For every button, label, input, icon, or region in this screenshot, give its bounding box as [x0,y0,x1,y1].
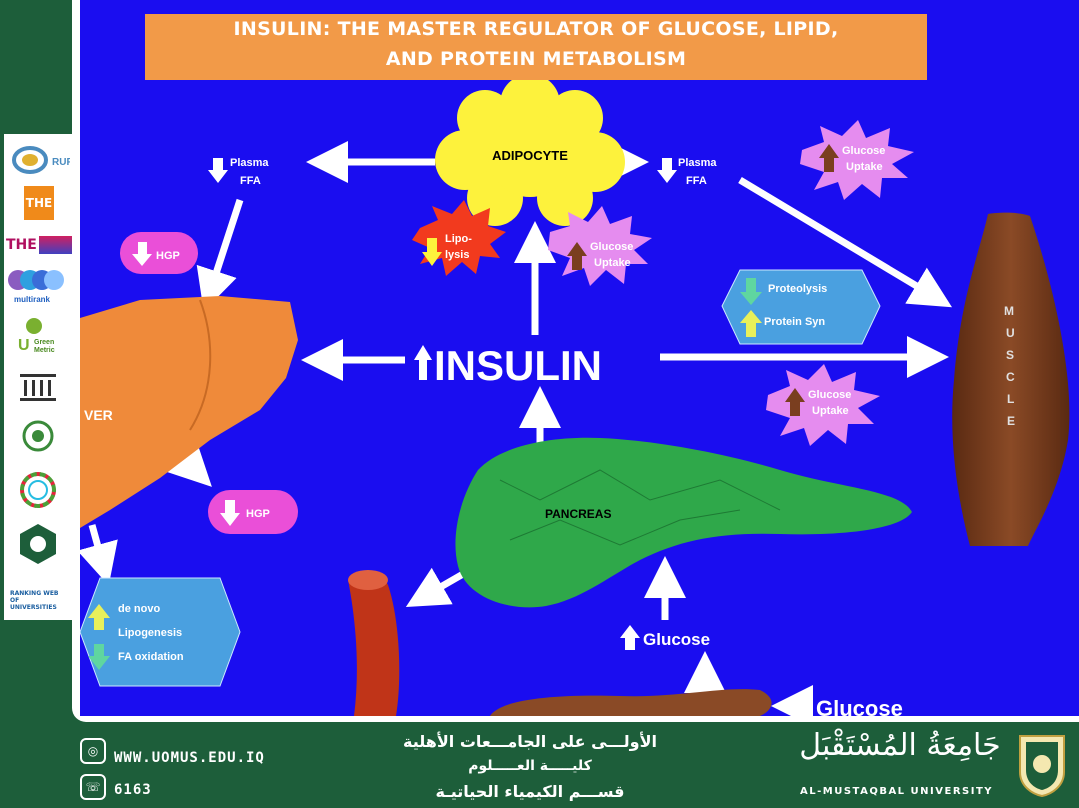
hgp-bottom-label: HGP [246,508,270,520]
down-arrow-icon [740,278,762,305]
glucose-gut-label: Glucose [816,696,903,716]
up-arrow-icon [819,144,839,172]
slide-title: INSULIN: THE MASTER REGULATOR OF GLUCOSE… [233,18,839,70]
down-arrow-icon [88,644,110,670]
lipogenesis-hexagon: de novo Lipogenesis FA oxidation [80,577,241,687]
up-arrow-icon [88,604,110,630]
arrow-ffa-to-muscle [738,176,953,308]
down-arrow-icon [657,158,677,183]
arab-engineers-logo[interactable] [14,522,62,572]
down-arrow-icon [422,238,442,266]
institution-logo[interactable] [16,370,60,406]
multirank-icon: multirank [8,270,64,304]
the-logo[interactable]: THE [24,186,54,220]
rur-icon: RUR [12,146,70,174]
sdgs-logo[interactable] [18,470,58,510]
footer: ◎ WWW.UOMUS.EDU.IQ ☏ 6163 الأولـــى على … [0,722,1079,808]
pancreas-label: PANCREAS [545,507,611,521]
webometrics-logo[interactable]: RANKING WEB OF UNIVERSITIES [10,589,59,611]
up-arrow-icon [620,625,640,650]
multirank-logo[interactable]: multirank [6,264,72,306]
the-impact-rankings-logo[interactable]: THE [6,232,72,258]
hgp-top: HGP [120,232,198,274]
arab-universities-logo[interactable] [18,418,58,458]
greenmetric-icon: U Green Metric [18,318,55,354]
ranking-sidebar: RUR THE THE multirank U Green Metric [4,134,72,620]
insulin-center: INSULIN [414,342,602,389]
crest-icon [1019,735,1065,798]
hgp-top-label: HGP [156,250,180,262]
protein-hexagon: Proteolysis Protein Syn [721,269,881,345]
laurel-icon [22,420,54,452]
liver: VER [80,296,298,528]
proteolysis-label: Proteolysis [768,283,827,295]
website-link[interactable]: WWW.UOMUS.EDU.IQ [114,750,265,766]
university-name-arabic: جَامِعَةُ المُسْتَقْبَل [799,728,1001,763]
pancreas: PANCREAS [455,437,912,608]
gut [490,689,772,716]
blood-vessel [348,570,400,716]
insulin-label: INSULIN [434,342,602,389]
svg-text:multirank: multirank [14,295,51,304]
down-arrow-icon [208,158,228,183]
lipogenesis-line-1: de novo [118,603,160,615]
svg-text:U: U [18,337,30,354]
adipocyte-cluster: ADIPOCYTE [435,74,625,226]
title-box [145,14,927,80]
columns-icon [20,374,56,401]
university-name-english: AL-MUSTAQBAL UNIVERSITY [800,786,994,797]
glucose-pancreas-label: Glucose [643,630,710,649]
up-arrow-icon [414,345,432,380]
adipocyte-label: ADIPOCYTE [492,148,568,163]
arrow-liver-to-lipogenesis [80,524,118,586]
up-arrow-icon [740,310,762,337]
up-arrow-icon [567,242,587,270]
globe-icon[interactable]: ◎ [80,738,106,764]
footer-line-2: كليـــــة العـــــلوم [468,758,592,774]
rur-logo[interactable]: RUR [8,142,70,176]
lipogenesis-line-3: FA oxidation [118,651,184,663]
svg-text:RUR: RUR [52,157,70,168]
lipolysis-burst: Lipo-lysis [412,200,506,276]
emblem-icon [20,524,56,564]
phone-icon[interactable]: ☏ [80,774,106,800]
arrow-pancreas-to-vessel [405,566,472,607]
phone-number[interactable]: 6163 [114,782,152,798]
lipolysis-label: Lipo-lysis [445,233,472,261]
liver-label: VER [84,407,113,423]
lipogenesis-line-2: Lipogenesis [118,627,182,639]
down-arrow-icon [220,500,240,526]
svg-text:Green: Green [34,339,54,346]
protein-syn-label: Protein Syn [764,316,825,328]
ui-greenmetric-logo[interactable]: U Green Metric [12,316,68,360]
svg-text:Metric: Metric [34,347,55,354]
hgp-bottom: HGP [208,490,298,534]
glucose-pancreas: Glucose [620,625,710,650]
up-arrow-icon [785,388,805,416]
footer-line-3: قســـم الكيمياء الحياتيـة [435,782,625,801]
arrow-ffa-to-liver [196,198,244,312]
sdg-wheel-icon [20,472,56,508]
footer-line-1: الأولـــى على الجامـــعات الأهلية [402,732,658,751]
down-arrow-icon [132,242,152,266]
university-crest [1016,732,1068,798]
lipogenesis-label: de novo Lipogenesis FA oxidation [118,603,185,663]
